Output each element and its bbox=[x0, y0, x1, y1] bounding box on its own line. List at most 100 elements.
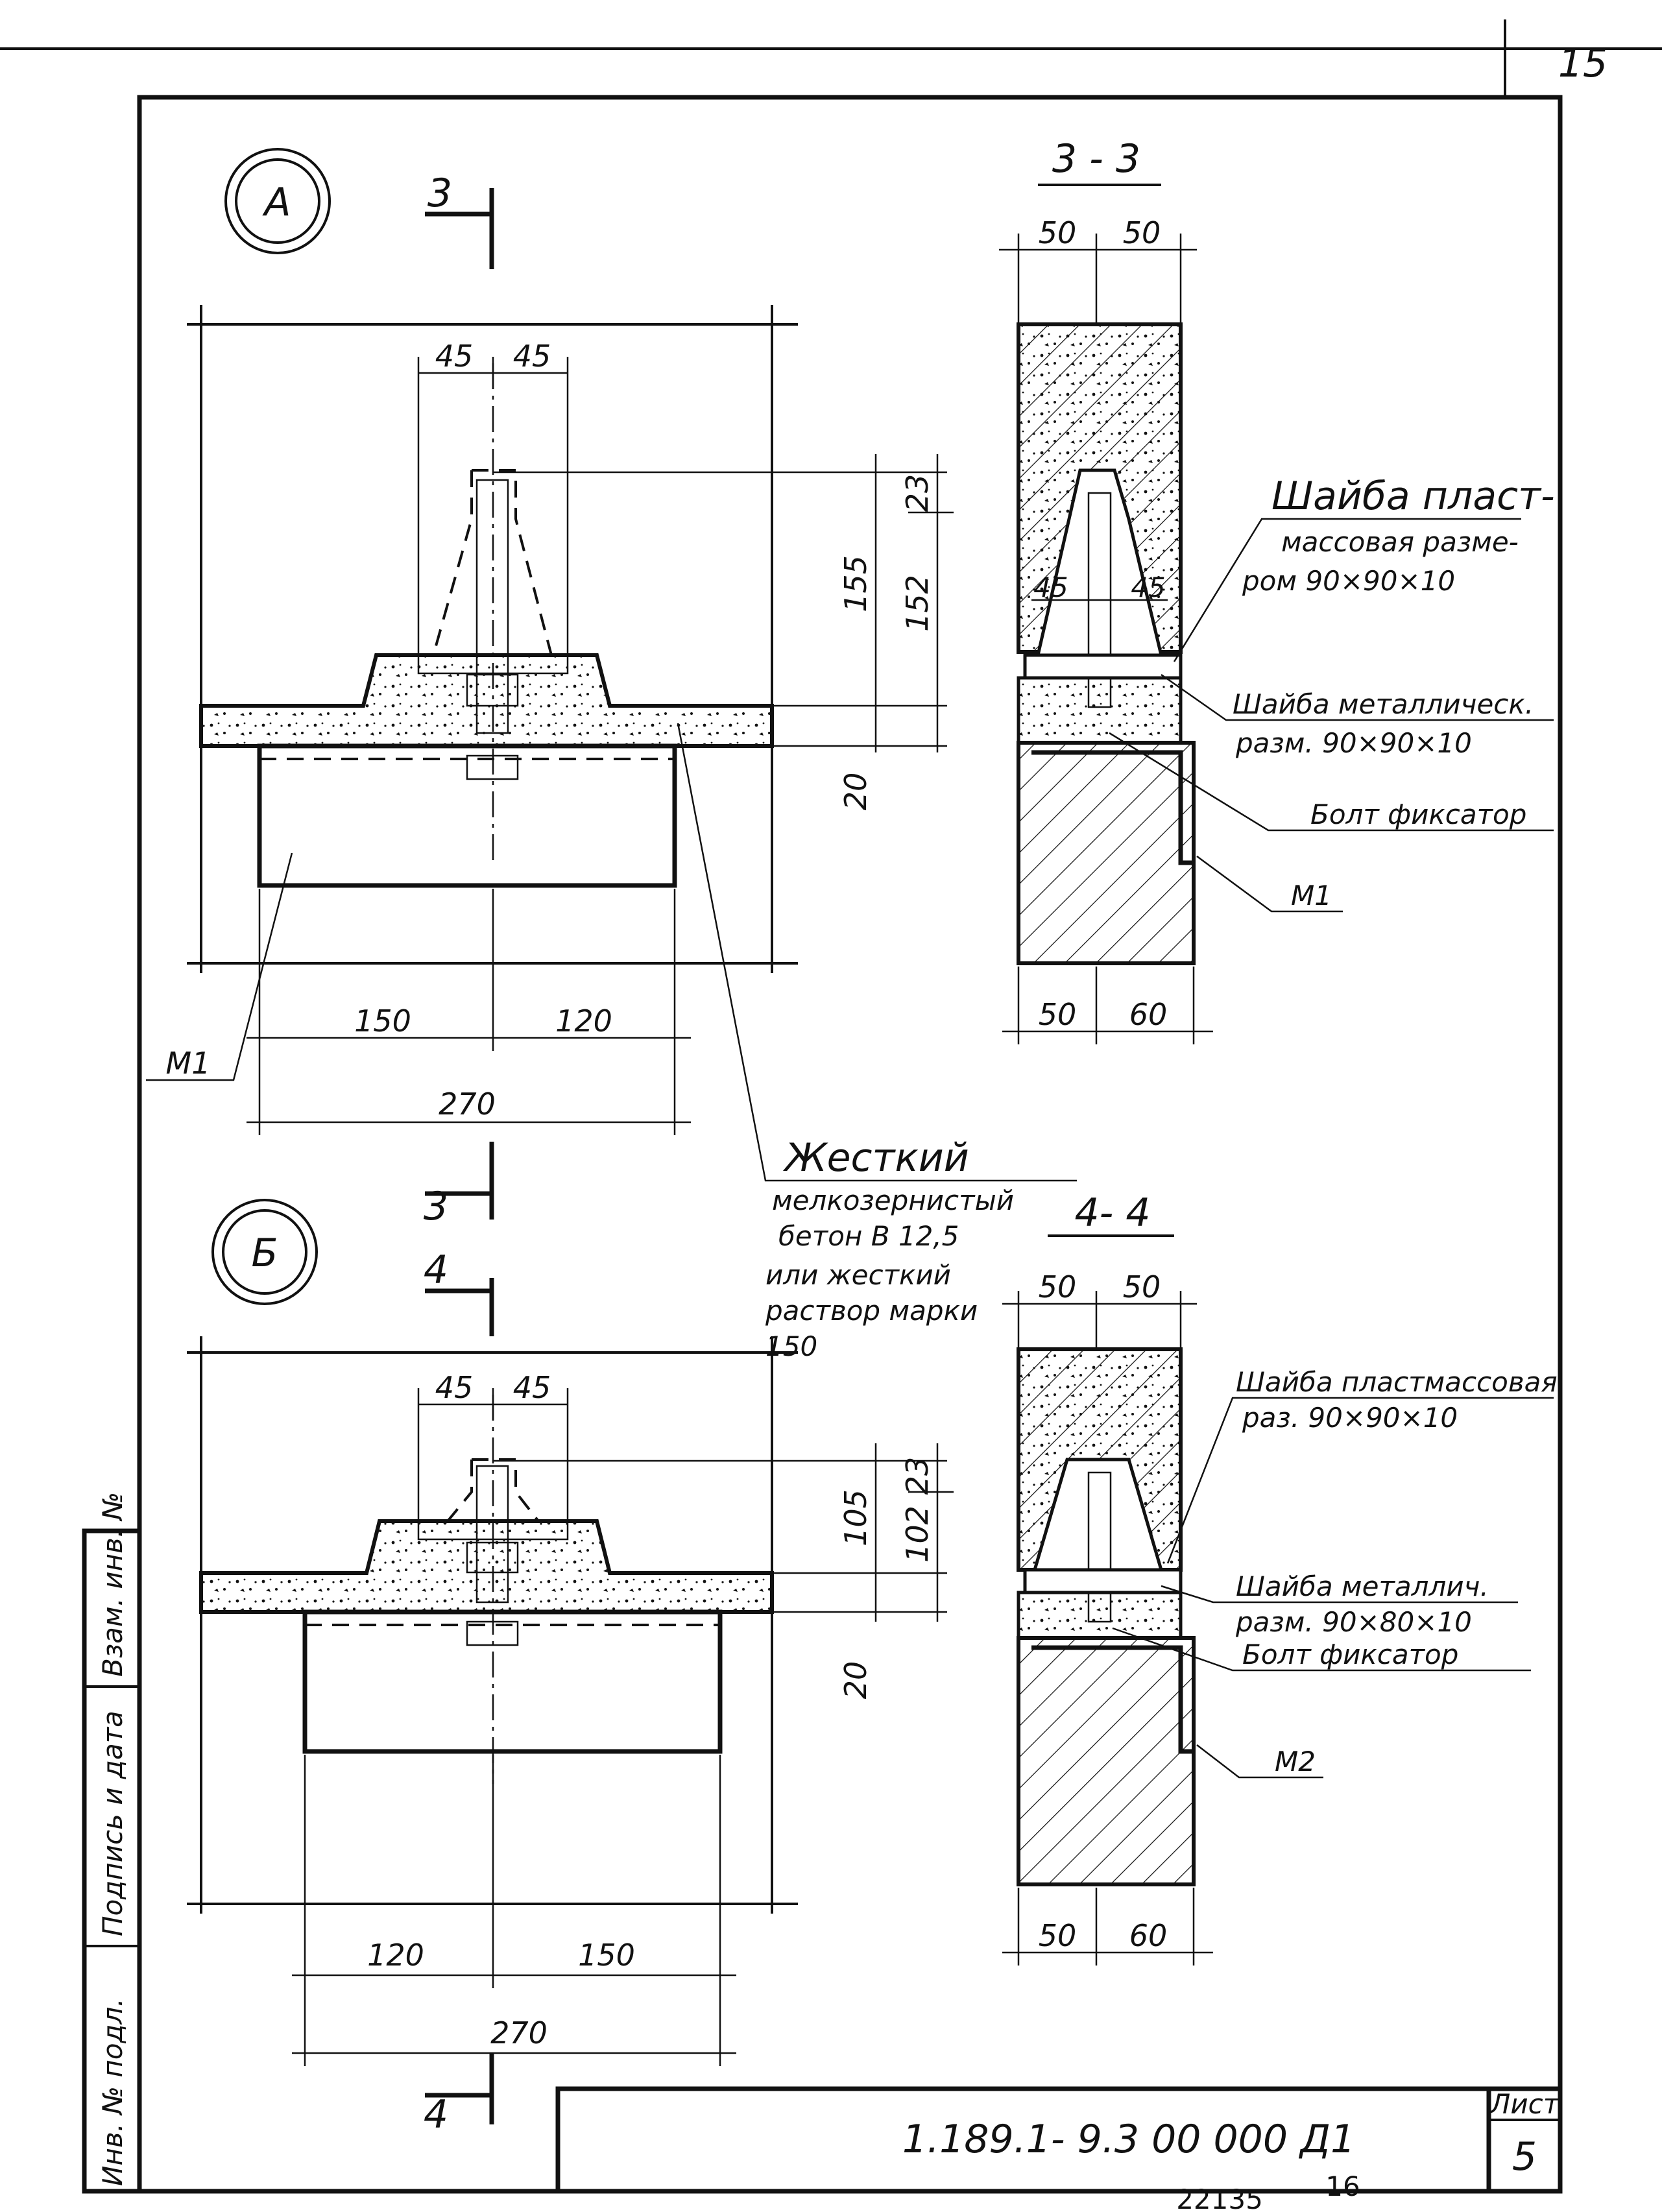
cut-3-label: 3 bbox=[428, 171, 452, 216]
section-3-3-dim-50b: 50 bbox=[1123, 215, 1161, 250]
detail-b-dim-105: 105 bbox=[838, 1489, 873, 1546]
detail-a-nut bbox=[466, 673, 519, 707]
detail-b-dim-top-line bbox=[417, 1388, 569, 1521]
sheet-label: Лист bbox=[1489, 2088, 1560, 2120]
section-4-4: 4- 4 50 50 50 60 Шайба пластмассовая раз… bbox=[1002, 1190, 1558, 1966]
detail-b: Б 3 4 4 45 45 105 102 23 20 120 150 270 bbox=[187, 1142, 954, 2137]
cut-4-mark-top bbox=[425, 1278, 494, 1336]
section-3-3-dim-bottom bbox=[1002, 967, 1213, 1044]
detail-a-dim-23: 23 bbox=[900, 474, 935, 512]
section-3-3-dim-45b: 45 bbox=[1131, 571, 1165, 603]
section-4-4-note-2b: разм. 90×80×10 bbox=[1235, 1606, 1472, 1638]
detail-a-dim-20: 20 bbox=[838, 773, 873, 811]
detail-b-dim-45-left: 45 bbox=[435, 1370, 474, 1405]
detail-a-marker-outer bbox=[224, 148, 331, 254]
section-3-3-dim-50a: 50 bbox=[1039, 215, 1077, 250]
detail-b-bolt bbox=[476, 1465, 509, 1604]
section-3-3-lower-block bbox=[1017, 741, 1196, 965]
section-3-3-washers bbox=[1023, 653, 1183, 680]
detail-a-dim-120: 120 bbox=[555, 1004, 612, 1039]
stamp-inventory-no: Инв. № подл. bbox=[97, 1998, 128, 2186]
section-3-3-leader-3 bbox=[1109, 732, 1554, 832]
detail-a-dim-45-right: 45 bbox=[513, 339, 551, 374]
concrete-note-line-1: Жесткий bbox=[782, 1135, 969, 1181]
section-4-4-leader-1 bbox=[1166, 1397, 1554, 1564]
detail-b-dim-120: 120 bbox=[367, 1938, 424, 1973]
section-3-3-leader-1 bbox=[1173, 518, 1521, 662]
concrete-note-line-2: мелкозернистый bbox=[772, 1184, 1014, 1216]
detail-b-marker: Б bbox=[251, 1231, 278, 1276]
sheet-number: 5 bbox=[1512, 2134, 1537, 2180]
detail-b-break-frame bbox=[187, 1336, 798, 1914]
detail-a-marker: А bbox=[261, 180, 291, 225]
detail-a-m1-leader bbox=[146, 852, 293, 1081]
detail-b-embedded-part bbox=[302, 1609, 723, 1754]
detail-b-dim-20: 20 bbox=[838, 1661, 873, 1700]
detail-a-lower-nut bbox=[466, 754, 519, 780]
detail-a-dim-152: 152 bbox=[900, 575, 935, 632]
cut-4-label-top: 4 bbox=[424, 1247, 448, 1293]
concrete-note-line-4: или жесткий bbox=[765, 1259, 951, 1291]
detail-a: А 3 45 45 155 152 23 20 150 120 270 bbox=[146, 148, 1077, 1182]
detail-b-dim-45-right: 45 bbox=[513, 1370, 551, 1405]
detail-b-dim-150: 150 bbox=[578, 1938, 635, 1973]
detail-a-embedded-part bbox=[257, 743, 677, 888]
section-4-4-dim-50b: 50 bbox=[1123, 1269, 1161, 1304]
side-stamp: Взам. инв. № Подпись и дата Инв. № подл. bbox=[82, 1492, 142, 2194]
section-4-4-title: 4- 4 bbox=[1074, 1190, 1150, 1236]
section-4-4-note-3: Болт фиксатор bbox=[1242, 1639, 1458, 1670]
section-4-4-note-1a: Шайба пластмассовая bbox=[1236, 1366, 1558, 1398]
section-4-4-embedded-angle bbox=[1031, 1645, 1194, 1754]
section-4-4-dim-50a: 50 bbox=[1039, 1269, 1077, 1304]
detail-b-dim-270: 270 bbox=[490, 2015, 548, 2050]
detail-b-nut bbox=[466, 1541, 519, 1574]
detail-b-dim-right-lines bbox=[493, 1443, 954, 1622]
detail-a-bolt bbox=[476, 479, 509, 734]
section-4-4-dim-bottom bbox=[1002, 1888, 1213, 1966]
section-3-3-note-1c: ром 90×90×10 bbox=[1242, 565, 1455, 597]
cut-3-mark-b bbox=[425, 1142, 494, 1220]
section-4-4-note-1b: раз. 90×90×10 bbox=[1242, 1402, 1458, 1434]
detail-a-insulator bbox=[432, 469, 553, 656]
section-3-3-dim-45a: 45 bbox=[1033, 571, 1068, 603]
section-3-3: 3 - 3 50 50 45 45 50 60 Шайба пласт- мас… bbox=[999, 136, 1555, 1044]
section-3-3-dim-top bbox=[999, 234, 1197, 324]
section-4-4-note-4: М2 bbox=[1275, 1746, 1316, 1777]
section-4-4-leader-2 bbox=[1161, 1585, 1518, 1604]
section-3-3-note-4: М1 bbox=[1291, 880, 1332, 911]
detail-a-m1-label: М1 bbox=[166, 1046, 211, 1081]
detail-b-washer bbox=[417, 1520, 569, 1541]
detail-b-insulator bbox=[446, 1458, 540, 1522]
cut-4-mark-bottom bbox=[425, 2053, 494, 2124]
detail-a-dim-155: 155 bbox=[838, 555, 873, 612]
stamp-signature-date: Подпись и дата bbox=[97, 1711, 128, 1936]
detail-b-dim-23: 23 bbox=[900, 1457, 935, 1495]
section-3-3-dim-60: 60 bbox=[1129, 997, 1168, 1032]
detail-b-dim-bottom-lines bbox=[292, 1755, 736, 2066]
detail-a-break-frame bbox=[187, 305, 798, 973]
section-3-3-mortar bbox=[1017, 676, 1183, 745]
section-3-3-note-2b: разм. 90×90×10 bbox=[1235, 727, 1472, 759]
detail-b-marker-outer bbox=[211, 1199, 318, 1305]
concrete-note: Жесткий мелкозернистый бетон В 12,5 или … bbox=[765, 1135, 1014, 1362]
detail-a-dim-right-lines bbox=[493, 454, 954, 752]
detail-a-washer bbox=[417, 654, 569, 675]
detail-a-dim-bottom-lines bbox=[247, 889, 691, 1135]
section-4-4-note-2a: Шайба металлич. bbox=[1236, 1570, 1489, 1602]
detail-a-marker-inner bbox=[235, 158, 320, 244]
concrete-note-line-3: бетон В 12,5 bbox=[778, 1220, 959, 1252]
cut-3-mark bbox=[425, 188, 494, 269]
section-4-4-lower-block bbox=[1017, 1636, 1196, 1886]
section-4-4-washers bbox=[1023, 1568, 1183, 1594]
section-3-3-note-3: Болт фиксатор bbox=[1310, 799, 1526, 830]
section-4-4-mortar bbox=[1017, 1591, 1183, 1640]
section-4-4-leader-3 bbox=[1112, 1627, 1531, 1672]
page-corner-number: 15 bbox=[1558, 41, 1608, 86]
section-3-3-note-1b: массовая разме- bbox=[1281, 526, 1519, 558]
detail-b-marker-inner bbox=[222, 1209, 307, 1295]
footer-number-1: 22135 bbox=[1176, 2183, 1263, 2212]
footer-number-2: 16 bbox=[1325, 2170, 1360, 2202]
section-3-3-leader-2 bbox=[1161, 673, 1554, 721]
title-block bbox=[555, 2086, 1563, 2194]
